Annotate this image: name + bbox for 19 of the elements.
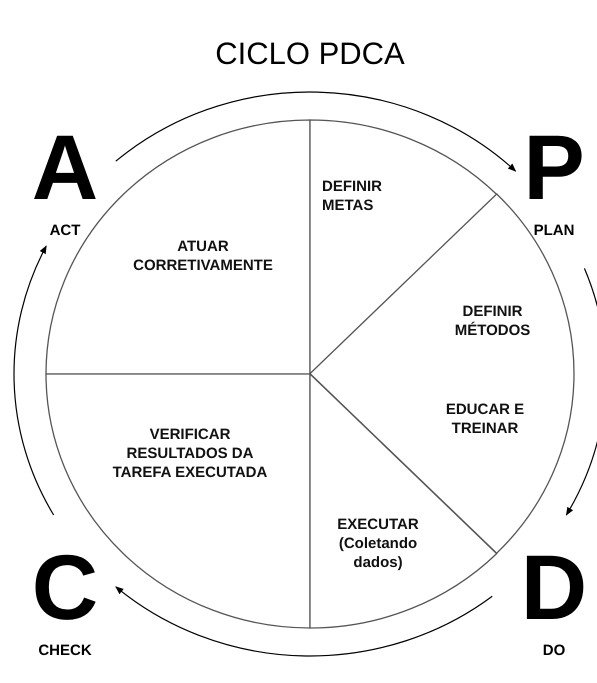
diagram-title: CICLO PDCA <box>214 36 406 72</box>
curved-arrow <box>14 245 54 516</box>
curved-arrow <box>115 92 516 172</box>
phase-label: PLAN <box>532 222 576 239</box>
phase-letter: P <box>522 128 586 208</box>
phase-label: DO <box>542 642 566 659</box>
sector-text: ATUAR CORRETIVAMENTE <box>132 237 274 275</box>
sector-text: EDUCAR E TREINAR <box>444 400 526 438</box>
phase-letter: A <box>30 128 100 208</box>
curved-arrow <box>566 268 597 516</box>
sector-text: EXECUTAR (Coletando dados) <box>336 515 420 572</box>
phase-label: CHECK <box>37 642 93 659</box>
sector-text: DEFINIR MÉTODOS <box>454 302 532 340</box>
phase-label: ACT <box>48 222 82 239</box>
sector-text: VERIFICAR RESULTADOS DA TAREFA EXECUTADA <box>112 425 268 482</box>
phase-letter: D <box>520 548 588 628</box>
phase-letter: C <box>30 548 100 628</box>
curved-arrow <box>115 586 493 656</box>
sector-text: DEFINIR METAS <box>322 177 383 215</box>
